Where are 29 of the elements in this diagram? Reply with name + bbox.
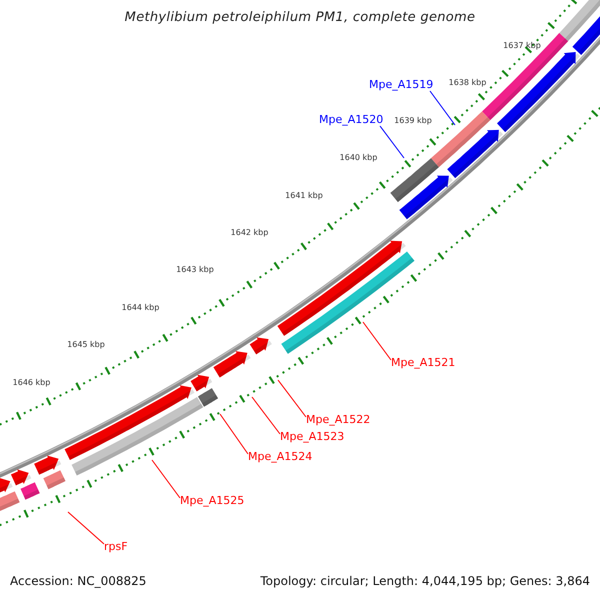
position-label: 1642 kbp xyxy=(230,228,268,238)
gene-label: Mpe_A1524 xyxy=(248,450,312,463)
gene-label: Mpe_A1520 xyxy=(319,113,384,126)
position-label: 1641 kbp xyxy=(285,190,323,201)
position-label: 1638 kbp xyxy=(448,78,486,88)
leader-line xyxy=(380,126,404,158)
position-label: 1644 kbp xyxy=(122,302,160,313)
gene-label: rpsF xyxy=(104,540,128,553)
position-label: 1645 kbp xyxy=(67,340,105,350)
gene-label: Mpe_A1523 xyxy=(280,430,344,443)
gene-label: Mpe_A1525 xyxy=(180,494,244,507)
gene-label: Mpe_A1522 xyxy=(306,413,370,426)
position-label: 1637 kbp xyxy=(503,41,541,51)
accession-label: Accession: NC_008825 xyxy=(10,574,146,588)
position-label: 1640 kbp xyxy=(340,153,378,164)
leader-line xyxy=(152,460,180,498)
gene-label: Mpe_A1519 xyxy=(369,78,434,91)
gene-label: Mpe_A1521 xyxy=(391,356,456,369)
position-label: 1643 kbp xyxy=(176,265,214,276)
leader-line xyxy=(220,414,248,454)
leader-line xyxy=(252,396,280,434)
position-label: 1646 kbp xyxy=(12,378,50,388)
title: Methylibium petroleiphilum PM1, complete genome xyxy=(124,10,476,25)
genome-stats: Topology: circular; Length: 4,044,195 bp; Genes: 3,864 xyxy=(260,574,590,588)
leader-line xyxy=(430,90,456,126)
leader-line xyxy=(362,322,392,360)
leader-line xyxy=(68,512,104,544)
leader-line xyxy=(278,380,306,418)
position-label: 1639 kbp xyxy=(394,116,432,126)
